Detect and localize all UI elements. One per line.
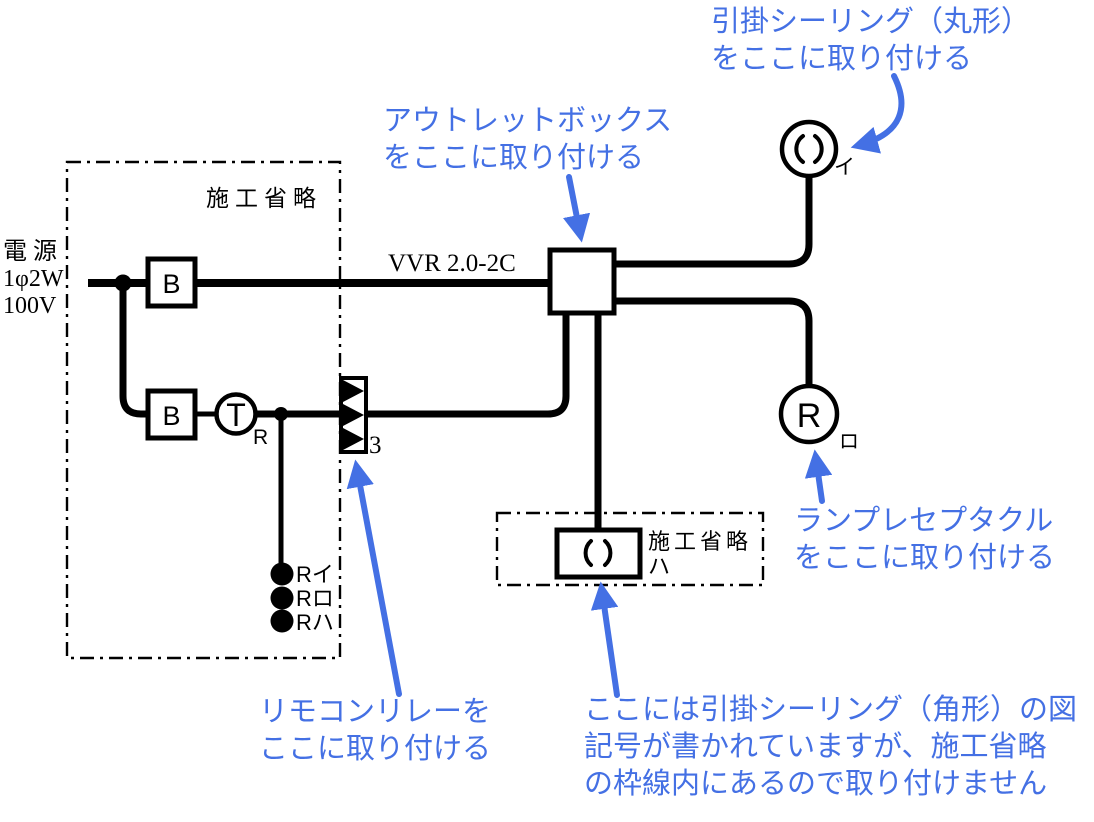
- relay-output-dot-3: [270, 609, 294, 633]
- breaker2-symbol: B: [145, 388, 198, 441]
- relay-output-label-2: Rロ: [296, 586, 334, 611]
- note-outlet-box: アウトレットボックス をここに取り付ける: [383, 103, 672, 177]
- power-source-label: 電 源 1φ2W 100V: [3, 239, 64, 320]
- power-source-name: 電 源: [3, 239, 57, 265]
- note-outlet-box-line1: アウトレットボックス: [383, 105, 673, 137]
- lamp-receptacle-label: R: [797, 397, 822, 435]
- omission-frame-bottom: [495, 511, 765, 587]
- relay-output-label-3: Rハ: [296, 610, 334, 635]
- relay-triangle-3: [343, 428, 364, 450]
- note-ceiling-round-line1: 引掛シーリング（丸形）: [711, 6, 1031, 38]
- note-relay: リモコンリレーを ここに取り付ける: [259, 694, 491, 768]
- arrow-to-outlet-box: [563, 174, 591, 243]
- transformer-subscript: R: [253, 426, 268, 449]
- ceiling-round-paren-left: [794, 134, 805, 164]
- ceiling-round-paren-right: [813, 134, 824, 164]
- arrow-to-ceiling-round: [850, 73, 905, 154]
- branch-down-line: [119, 283, 148, 418]
- ceiling-round-suffix: イ: [834, 155, 855, 179]
- breaker2-label: B: [162, 401, 180, 431]
- omission-frame-left: [65, 160, 342, 660]
- note-relay-line2: ここに取り付ける: [259, 733, 492, 765]
- line-to-ceiling-round: [614, 177, 813, 268]
- note-ceiling-round-line2: をここに取り付ける: [711, 43, 973, 75]
- relay-output-dot-1: [270, 562, 294, 586]
- relay-output-label-1: Rイ: [296, 562, 334, 587]
- junction-dot-bottom: [274, 407, 288, 421]
- arrow-to-ceiling-square: [590, 581, 620, 698]
- note-lamp: ランプレセプタクル をここに取り付ける: [794, 503, 1055, 577]
- arrow-to-relay: [346, 459, 402, 697]
- relay-symbol: 3: [339, 376, 382, 459]
- note-lamp-line2: をここに取り付ける: [794, 542, 1056, 574]
- note-ceiling-square-line1: ここには引掛シーリング（角形）の図: [584, 694, 1078, 726]
- outlet-box-symbol: [547, 247, 617, 316]
- ceiling-square-symbol: ハ: [554, 527, 670, 580]
- arrow-to-lamp: [804, 449, 833, 504]
- relay-triangle-2: [343, 404, 364, 426]
- relay-output-dot-2: [270, 586, 294, 610]
- omission-bottom-label: 施工省略: [648, 529, 752, 554]
- ceiling-square-suffix: ハ: [648, 554, 670, 579]
- breaker1-label: B: [162, 269, 180, 299]
- omission-left-label: 施工省略: [206, 186, 322, 211]
- relay-count-label: 3: [369, 432, 382, 459]
- relay-triangle-1: [343, 380, 364, 402]
- note-ceiling-square-line3: の枠線内にあるので取り付けません: [584, 768, 1048, 800]
- power-source-phase: 1φ2W: [3, 266, 64, 292]
- breaker1-symbol: B: [145, 256, 198, 309]
- lamp-receptacle-suffix: ロ: [839, 431, 859, 453]
- note-ceiling-square-line2: 記号が書かれていますが、施工省略: [584, 731, 1047, 763]
- note-ceiling-round: 引掛シーリング（丸形） をここに取り付ける: [711, 4, 1030, 78]
- note-ceiling-square: ここには引掛シーリング（角形）の図 記号が書かれていますが、施工省略 の枠線内に…: [584, 692, 1077, 803]
- power-source-voltage: 100V: [3, 293, 57, 319]
- junction-dot-top: [114, 274, 132, 292]
- ceiling-square-paren-left: [583, 539, 593, 567]
- lamp-receptacle-symbol: R ロ: [778, 383, 859, 453]
- transformer-symbol: T R: [214, 392, 268, 449]
- note-relay-line1: リモコンリレーを: [259, 696, 492, 728]
- cable-label: VVR 2.0-2C: [388, 250, 516, 277]
- relay-branch-line: [255, 314, 570, 418]
- ceiling-round-symbol: イ: [779, 119, 855, 179]
- note-lamp-line1: ランプレセプタクル: [794, 505, 1054, 537]
- ceiling-square-paren-right: [603, 539, 613, 567]
- line-to-lamp: [614, 297, 813, 387]
- note-outlet-box-line2: をここに取り付ける: [383, 142, 645, 174]
- transformer-label: T: [226, 397, 246, 433]
